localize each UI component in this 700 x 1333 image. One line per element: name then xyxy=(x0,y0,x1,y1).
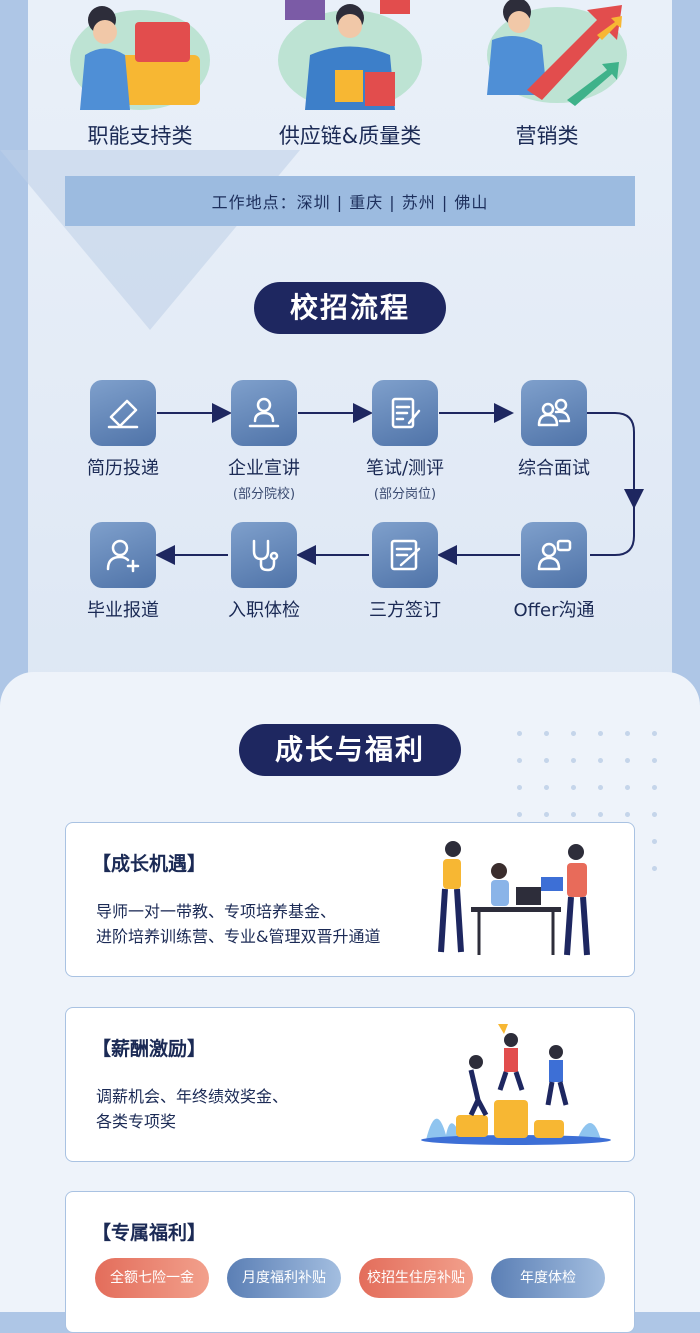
benefit-tag: 年度体检 xyxy=(491,1258,605,1298)
functional-support-illustration xyxy=(40,0,240,110)
card-desc: 导师一对一带教、专项培养基金、 进阶培养训练营、专业&管理双晋升通道 xyxy=(96,902,381,946)
category-label: 职能支持类 xyxy=(87,124,193,148)
stethoscope-icon xyxy=(231,522,297,588)
card-compensation: 【薪酬激励】 调薪机会、年终绩效奖金、 各类专项奖 xyxy=(65,1007,635,1162)
step-resume: 简历投递 xyxy=(63,380,183,480)
celebration-illustration xyxy=(416,1020,616,1154)
step-label: 入职体检 xyxy=(228,600,300,621)
interview-icon xyxy=(521,380,587,446)
category-functional-support: 职能支持类 xyxy=(40,0,240,150)
card-title: 【专属福利】 xyxy=(92,1222,207,1244)
step-label: 毕业报道 xyxy=(87,600,159,621)
card-growth-opportunity: 【成长机遇】 导师一对一带教、专项培养基金、 进阶培养训练营、专业&管理双晋升通… xyxy=(65,822,635,977)
contract-icon xyxy=(372,522,438,588)
step-report: 毕业报道 xyxy=(63,522,183,622)
step-interview: 综合面试 xyxy=(494,380,614,480)
step-medical-check: 入职体检 xyxy=(204,522,324,622)
benefit-tag: 全额七险一金 xyxy=(95,1258,209,1298)
step-label: 笔试/测评 xyxy=(365,458,445,479)
step-offer: Offer沟通 xyxy=(494,522,614,622)
step-label: 综合面试 xyxy=(518,458,590,479)
step-contract: 三方签订 xyxy=(345,522,465,622)
category-label: 营销类 xyxy=(515,124,579,148)
step-label: 简历投递 xyxy=(87,458,159,479)
mentoring-illustration xyxy=(431,837,611,966)
presentation-icon xyxy=(231,380,297,446)
card-desc: 调薪机会、年终绩效奖金、 各类专项奖 xyxy=(96,1087,289,1131)
step-presentation: 企业宣讲 (部分院校) xyxy=(204,380,324,502)
process-title: 校招流程 xyxy=(253,282,447,334)
growth-title: 成长与福利 xyxy=(238,724,462,776)
step-sublabel: (部分院校) xyxy=(232,487,296,502)
category-marketing: 营销类 xyxy=(447,0,647,150)
offer-icon xyxy=(521,522,587,588)
benefit-tag: 月度福利补贴 xyxy=(227,1258,341,1298)
card-title: 【成长机遇】 xyxy=(92,853,207,875)
step-label: 企业宣讲 xyxy=(228,458,300,479)
step-sublabel: (部分岗位) xyxy=(373,487,437,502)
card-title: 【薪酬激励】 xyxy=(92,1038,207,1060)
step-label: Offer沟通 xyxy=(513,600,595,621)
supply-chain-illustration xyxy=(250,0,450,110)
resume-icon xyxy=(90,380,156,446)
step-written-test: 笔试/测评 (部分岗位) xyxy=(345,380,465,502)
written-test-icon xyxy=(372,380,438,446)
flow-connectors xyxy=(155,403,644,565)
step-label: 三方签订 xyxy=(369,600,441,621)
category-label: 供应链&质量类 xyxy=(278,124,422,148)
category-supply-chain: 供应链&质量类 xyxy=(250,0,450,150)
work-location-bar: 工作地点：深圳 | 重庆 | 苏州 | 佛山 xyxy=(65,176,635,226)
marketing-illustration xyxy=(447,0,647,110)
add-user-icon xyxy=(90,522,156,588)
benefit-tag: 校招生住房补贴 xyxy=(359,1258,473,1298)
